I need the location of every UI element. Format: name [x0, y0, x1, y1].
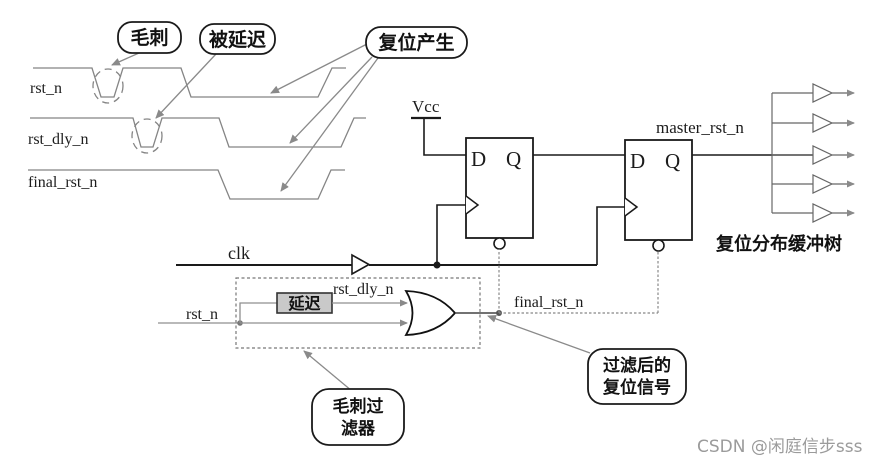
callout-glitch: 毛刺 [117, 21, 182, 54]
rst-n-waveform [33, 67, 346, 98]
callout-reset-generated-bubble [365, 26, 468, 59]
dff2-clock-triangle [624, 197, 639, 217]
clk-to-dff1-wire [436, 204, 466, 265]
callout-reset-generated: 复位产生 [365, 26, 468, 59]
waveform-panel [28, 67, 366, 200]
rst-dly-n-net-label: rst_dly_n [333, 281, 393, 298]
final-rst-n-net-label: final_rst_n [514, 294, 583, 311]
annotation-arrows [111, 43, 591, 392]
callout-filtered-reset: 过滤后的 复位信号 [587, 348, 687, 405]
reset-net: final_rst_n [455, 249, 659, 316]
vcc-wire [423, 118, 466, 156]
glitch-highlight-circle-rst-n [92, 68, 124, 104]
tree-buffer-4 [812, 174, 834, 194]
tree-buffer-5 [812, 203, 834, 223]
clk-to-dff2-wire [596, 206, 625, 265]
delayed-arrow [155, 53, 217, 119]
dff1-q-pin-label: Q [506, 147, 521, 171]
clock-net: clk [176, 204, 625, 276]
glitch-filter-internals: rst_n 延迟 rst_dly_n [158, 281, 457, 336]
waveform-label-final-rst-n: final_rst_n [28, 174, 97, 191]
tree-buffer-2 [812, 113, 834, 133]
dff1: D Q [465, 137, 534, 250]
glitch-filter-arrow [303, 350, 353, 392]
glitch-filter-dashed-box [235, 277, 481, 349]
dff2-reset-bubble [652, 239, 665, 252]
buffer-tree-label: 复位分布缓冲树 [715, 233, 842, 254]
reset-gen-arrow-3 [280, 57, 379, 192]
dff1-reset-bubble [493, 237, 506, 250]
callout-glitch-filter: 毛刺过 滤器 [311, 388, 405, 446]
rst-n-to-delay-wire [239, 302, 277, 323]
callout-delayed-label: 被延迟 [209, 28, 266, 51]
csdn-watermark: CSDN @闲庭信步sss [697, 437, 863, 457]
dff1-body [465, 137, 534, 239]
dff2-body [624, 139, 693, 241]
dff1-d-pin-label: D [471, 147, 486, 171]
filtered-reset-arrow [487, 314, 591, 354]
callout-filtered-reset-line2: 复位信号 [602, 377, 671, 397]
dff1-clock-triangle [465, 195, 480, 215]
tree-buffer-1 [812, 83, 834, 103]
callout-filtered-reset-line1: 过滤后的 [603, 355, 671, 375]
vcc-supply: Vcc [411, 97, 466, 156]
callout-glitch-filter-line1: 毛刺过 [333, 396, 384, 416]
clk-label: clk [228, 243, 250, 263]
glitch-highlight-circle-rst-dly-n [131, 118, 163, 154]
rst-n-input-label: rst_n [186, 306, 218, 323]
or-gate [404, 290, 457, 336]
reset-buffer-tree [771, 83, 855, 223]
rst-dly-n-waveform [30, 117, 366, 148]
callout-reset-generated-label: 复位产生 [377, 31, 454, 54]
callout-glitch-label: 毛刺 [130, 27, 168, 49]
final-rst-n-waveform [28, 169, 345, 200]
waveform-label-rst-n: rst_n [30, 80, 62, 97]
glitch-arrow [111, 52, 140, 66]
callout-delayed-bubble [199, 23, 276, 55]
callout-glitch-bubble [117, 21, 182, 54]
master-rst-n-label: master_rst_n [656, 118, 744, 137]
clk-buffer-triangle [351, 253, 371, 276]
dff2-d-pin-label: D [630, 149, 645, 173]
callout-delayed: 被延迟 [199, 23, 276, 55]
callout-glitch-filter-bubble [311, 388, 405, 446]
vcc-label: Vcc [412, 97, 440, 116]
dff2-q-pin-label: Q [665, 149, 680, 173]
reset-gen-arrow-2 [289, 56, 373, 144]
callout-glitch-filter-line2: 滤器 [341, 418, 376, 438]
dff2: D Q [624, 139, 693, 252]
tree-buffer-3 [812, 145, 834, 165]
waveform-label-rst-dly-n: rst_dly_n [28, 131, 88, 148]
delay-box-label: 延迟 [287, 294, 320, 313]
callout-filtered-reset-bubble [587, 348, 687, 405]
reset-gen-arrow-1 [270, 43, 368, 94]
